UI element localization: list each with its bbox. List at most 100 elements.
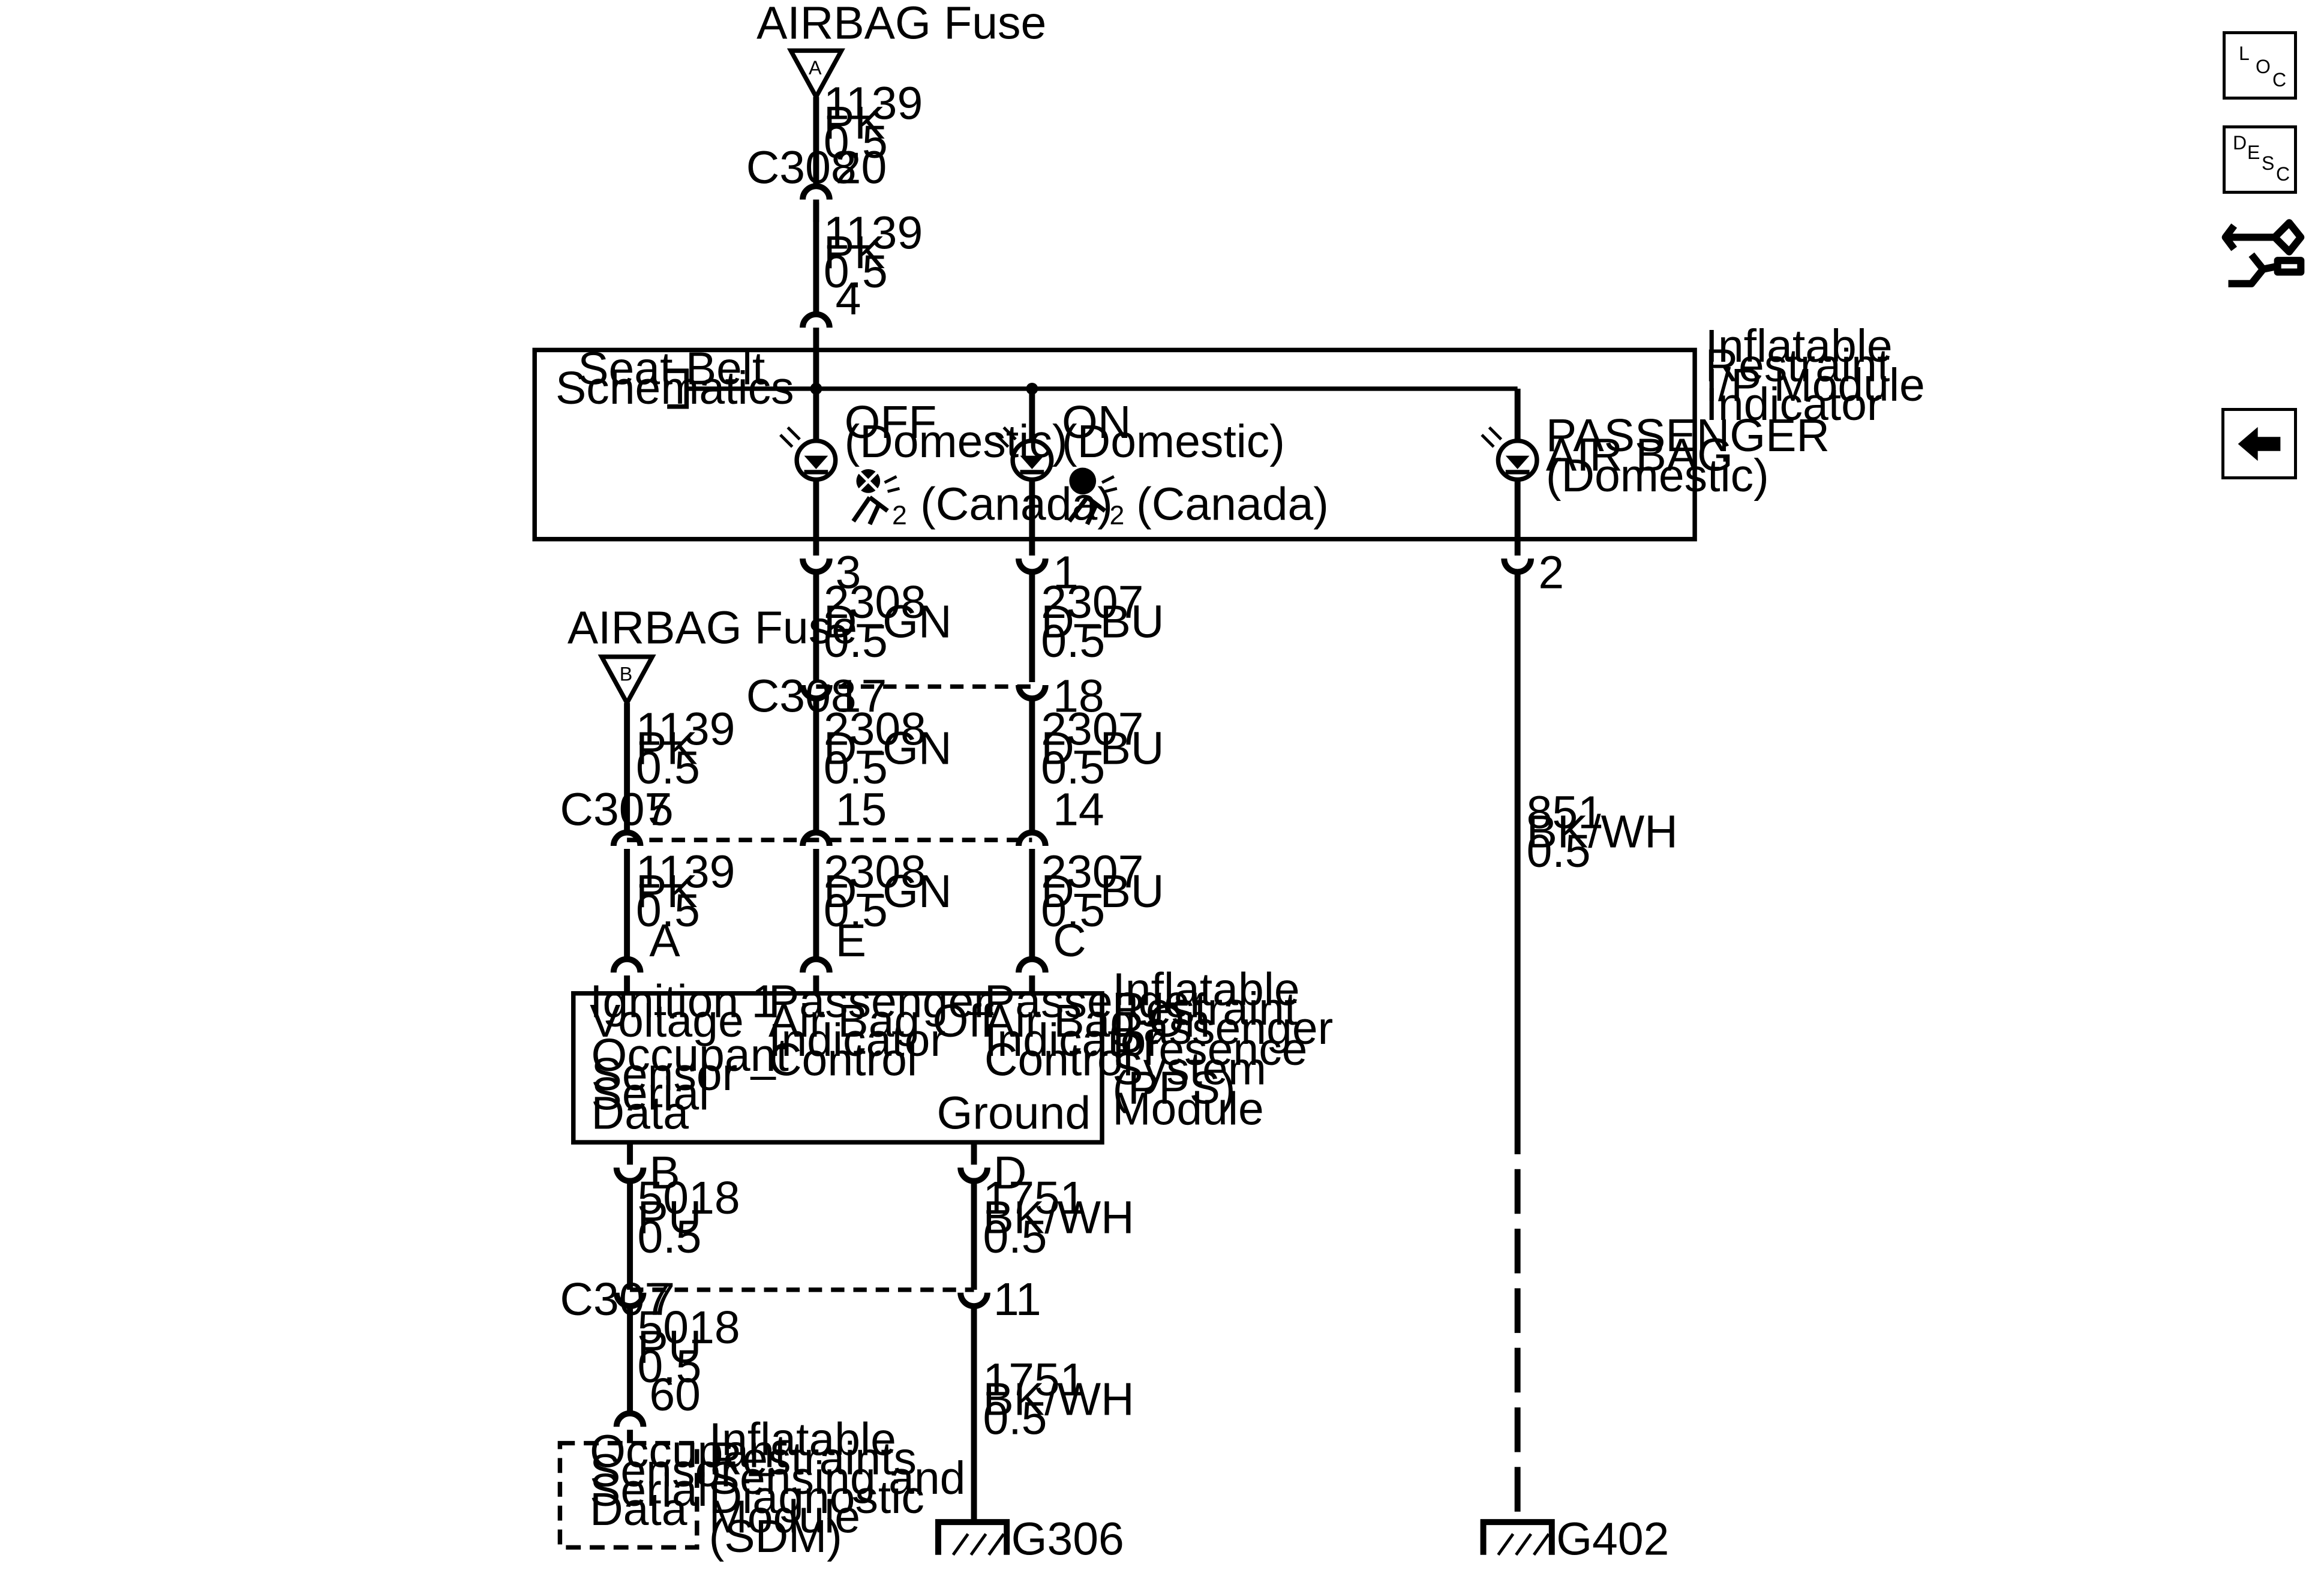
canada-on-number: 2 bbox=[1109, 501, 1124, 530]
svg-text:0.5: 0.5 bbox=[638, 1341, 702, 1392]
connector-c308-top: C308 bbox=[746, 142, 857, 193]
wire-label-1751-b: 1751 BK/WH 0.5 bbox=[983, 1354, 1134, 1445]
pin-2: 2 bbox=[1538, 547, 1564, 599]
connector-c308-mid: C308 bbox=[746, 671, 857, 722]
svg-text:System: System bbox=[1112, 1043, 1266, 1094]
svg-text:Ignition 1: Ignition 1 bbox=[590, 976, 777, 1028]
svg-text:Presence: Presence bbox=[1112, 1023, 1307, 1075]
wire-label-851: 851 BK/WH 0.5 bbox=[1527, 786, 1678, 877]
back-arrow-icon[interactable] bbox=[2221, 408, 2297, 479]
connector-c307-upper: C307 bbox=[560, 784, 670, 835]
svg-text:0.5: 0.5 bbox=[636, 742, 700, 794]
svg-text:1139: 1139 bbox=[824, 78, 923, 130]
svg-text:PASSENGER: PASSENGER bbox=[1546, 410, 1830, 461]
svg-text:Serial: Serial bbox=[590, 1464, 708, 1516]
svg-text:1139: 1139 bbox=[636, 703, 735, 755]
svg-text:1751: 1751 bbox=[983, 1354, 1085, 1406]
svg-text:1751: 1751 bbox=[983, 1172, 1085, 1224]
svg-text:Indicator: Indicator bbox=[984, 1014, 1161, 1066]
pps-module-name: Inflatable Restraint Passenger Presence … bbox=[1112, 964, 1333, 1135]
pin-1: 1 bbox=[1053, 547, 1079, 599]
svg-text:D–BU: D–BU bbox=[1041, 866, 1164, 917]
svg-text:0.5: 0.5 bbox=[1041, 616, 1105, 667]
svg-text:2307: 2307 bbox=[1041, 846, 1143, 898]
svg-text:(Domestic): (Domestic) bbox=[1546, 450, 1769, 502]
fuse-b-triangle bbox=[597, 655, 656, 708]
connector-route-icon[interactable] bbox=[2220, 211, 2307, 298]
svg-text:Control: Control bbox=[984, 1034, 1133, 1085]
pin-e: E bbox=[836, 915, 866, 966]
svg-text:Restraints: Restraints bbox=[709, 1433, 917, 1485]
desc-icon[interactable]: D E S C bbox=[2223, 125, 2297, 194]
svg-text:BK/WH: BK/WH bbox=[983, 1192, 1134, 1244]
svg-text:AIR BAG: AIR BAG bbox=[1546, 429, 1733, 481]
pin-a: A bbox=[649, 915, 680, 966]
pin-17: 17 bbox=[836, 671, 887, 722]
svg-text:Sensor –: Sensor – bbox=[590, 1445, 774, 1497]
svg-text:0.5: 0.5 bbox=[638, 1211, 702, 1263]
pin-60: 60 bbox=[649, 1369, 701, 1421]
svg-text:Data: Data bbox=[591, 1088, 689, 1139]
wire-label-1751-a: 1751 BK/WH 0.5 bbox=[983, 1172, 1134, 1263]
svg-text:(SDM): (SDM) bbox=[709, 1511, 842, 1562]
pin-20: 20 bbox=[836, 142, 887, 193]
loc-letter-l: L bbox=[2239, 43, 2250, 64]
pin-18: 18 bbox=[1053, 671, 1104, 722]
svg-text:Passenger: Passenger bbox=[768, 976, 989, 1028]
canada-off-label: (Canada) bbox=[920, 478, 1113, 530]
ip-module-name: Inflatable Restraint I/P Module Indicato… bbox=[1705, 320, 1924, 430]
svg-text:D–GN: D–GN bbox=[824, 596, 952, 648]
svg-text:I/P Module: I/P Module bbox=[1705, 359, 1924, 411]
svg-text:0.5: 0.5 bbox=[1041, 885, 1105, 936]
svg-text:0.5: 0.5 bbox=[824, 116, 888, 168]
svg-text:PU: PU bbox=[638, 1192, 702, 1244]
svg-text:BK/WH: BK/WH bbox=[983, 1373, 1134, 1425]
wire-label-1139-b1: 1139 PK 0.5 bbox=[636, 703, 735, 794]
svg-text:Diagnostic: Diagnostic bbox=[709, 1472, 924, 1523]
ground-g306-symbol bbox=[935, 1519, 1010, 1556]
wire-label-2307-b: 2307 D–BU 0.5 bbox=[1041, 703, 1164, 794]
loc-icon[interactable]: L O C bbox=[2223, 31, 2297, 100]
svg-text:0.5: 0.5 bbox=[824, 885, 888, 936]
svg-text:Air Bag Off: Air Bag Off bbox=[768, 995, 994, 1047]
ip-module-box bbox=[532, 347, 1697, 542]
svg-text:0.5: 0.5 bbox=[636, 885, 700, 936]
ground-g402-symbol bbox=[1480, 1519, 1555, 1556]
svg-text:5018: 5018 bbox=[638, 1302, 740, 1353]
svg-text:2308: 2308 bbox=[824, 846, 926, 898]
svg-text:PK: PK bbox=[824, 227, 885, 278]
svg-text:Occupant: Occupant bbox=[590, 1425, 787, 1477]
svg-text:D–GN: D–GN bbox=[824, 723, 952, 775]
connector-c307-lower: C307 bbox=[560, 1274, 670, 1325]
off-indicator-lamp bbox=[779, 426, 838, 482]
pin-11: 11 bbox=[993, 1274, 1041, 1325]
ground-g306-label: G306 bbox=[1011, 1514, 1124, 1565]
svg-text:Sensing and: Sensing and bbox=[709, 1452, 966, 1504]
svg-text:0.5: 0.5 bbox=[1041, 742, 1105, 794]
wire-label-2308-a: 2308 D–GN 0.5 bbox=[824, 577, 952, 667]
svg-text:Inflatable: Inflatable bbox=[1705, 320, 1892, 372]
wire-label-1139-top: 1139 PK 0.5 bbox=[824, 78, 923, 169]
svg-text:0.5: 0.5 bbox=[824, 246, 888, 298]
passenger-airbag-label: PASSENGER AIR BAG (Domestic) bbox=[1546, 410, 1830, 502]
svg-text:D–GN: D–GN bbox=[824, 866, 952, 917]
svg-text:0.5: 0.5 bbox=[824, 742, 888, 794]
passenger-airbag-lamp bbox=[1481, 426, 1539, 482]
pin-3: 3 bbox=[836, 547, 861, 599]
svg-text:PU: PU bbox=[638, 1321, 702, 1373]
sdm-name: Inflatable Restraints Sensing and Diagno… bbox=[709, 1413, 966, 1562]
wire-label-2307-a: 2307 D–BU 0.5 bbox=[1041, 577, 1164, 667]
airbag-off-pictogram-icon bbox=[851, 469, 900, 526]
desc-letter-e: E bbox=[2247, 142, 2260, 163]
svg-text:BK/WH: BK/WH bbox=[1527, 806, 1678, 858]
svg-text:0.5: 0.5 bbox=[1527, 825, 1591, 877]
wire-label-5018-b: 5018 PU 0.5 bbox=[638, 1302, 740, 1392]
svg-text:ON: ON bbox=[1062, 397, 1131, 448]
svg-text:Indicator: Indicator bbox=[768, 1014, 945, 1066]
svg-text:851: 851 bbox=[1527, 786, 1604, 838]
svg-text:Voltage: Voltage bbox=[590, 995, 744, 1047]
svg-text:PK: PK bbox=[636, 723, 698, 775]
svg-text:(Domestic): (Domestic) bbox=[1062, 416, 1285, 467]
fuse-b-label: AIRBAG Fuse bbox=[568, 602, 857, 653]
desc-letter-c: C bbox=[2276, 163, 2290, 185]
